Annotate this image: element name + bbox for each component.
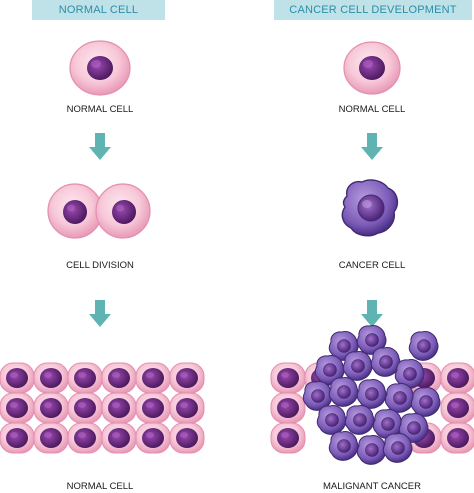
label-cancer-cell: CANCER CELL	[338, 260, 406, 271]
arrow-down-icon	[89, 300, 111, 327]
label-normal-cell-right: NORMAL CELL	[338, 104, 406, 115]
arrow-down-icon	[361, 300, 383, 327]
label-normal-cell-left: NORMAL CELL	[66, 104, 134, 115]
label-cell-division: CELL DIVISION	[66, 260, 134, 271]
cell-division-illustration	[47, 183, 151, 239]
arrow-down-icon	[89, 133, 111, 160]
arrow-down-icon	[361, 133, 383, 160]
label-normal-tissue: NORMAL CELL	[66, 481, 134, 492]
normal-cell-illustration-left	[69, 40, 131, 96]
header-cancer-cell-development: CANCER CELL DEVELOPMENT	[274, 0, 472, 20]
label-malignant-cancer: MALIGNANT CANCER	[322, 481, 421, 492]
header-normal-cell: NORMAL CELL	[32, 0, 165, 20]
cancer-cell-illustration	[341, 179, 399, 237]
normal-cell-illustration-right	[343, 41, 401, 95]
normal-tissue-grid	[0, 362, 205, 454]
